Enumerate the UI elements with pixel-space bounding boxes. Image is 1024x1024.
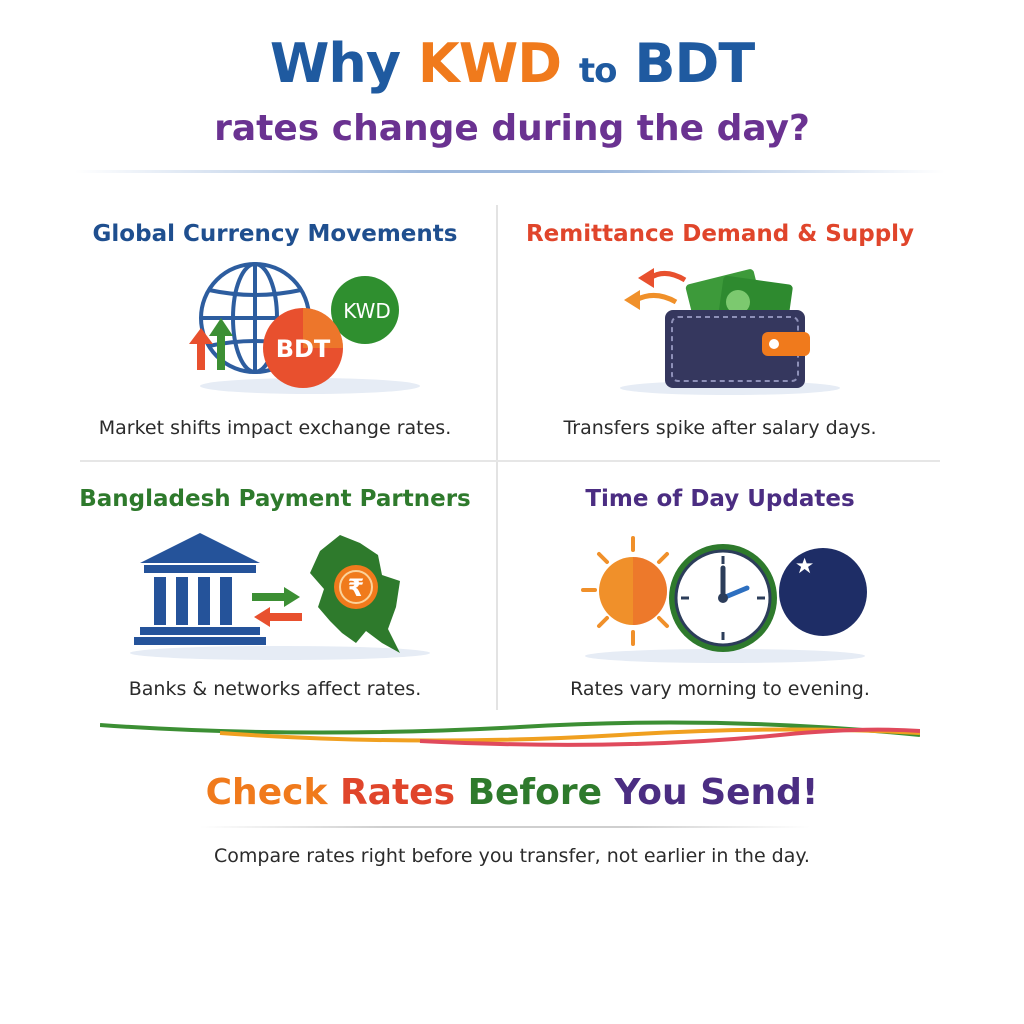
sun-clock-moon-icon: [581, 536, 867, 663]
cta-divider: [200, 826, 810, 828]
header-divider: [75, 170, 945, 173]
panel-title-payment-partners: Bangladesh Payment Partners: [79, 486, 471, 512]
panel-title-remittance: Remittance Demand & Supply: [525, 221, 915, 247]
currency-symbol: ₹: [348, 574, 365, 602]
panel-title-global-currency: Global Currency Movements: [92, 221, 458, 247]
panel-desc-global-currency: Market shifts impact exchange rates.: [98, 417, 452, 439]
panel-desc-payment-partners: Banks & networks affect rates.: [128, 678, 422, 700]
title-why: Why: [269, 32, 401, 95]
page-subtitle: rates change during the day?: [214, 108, 810, 149]
decorative-wave: [100, 720, 920, 747]
cta-word-check: Check: [205, 772, 328, 813]
page-title: Why KWD to BDT: [0, 32, 1024, 103]
cta-heading: Check Rates Before You Send!: [0, 772, 1024, 813]
wallet-cash-icon: [620, 268, 840, 395]
title-bdt: BDT: [634, 32, 755, 95]
cta-word-rates: Rates: [339, 772, 456, 813]
panel-desc-remittance: Transfers spike after salary days.: [563, 417, 877, 439]
cta-word-you-send: You Send!: [614, 772, 819, 813]
title-kwd: KWD: [417, 32, 562, 95]
cta-word-before: Before: [467, 772, 602, 813]
panel-time-of-day: Time of Day Updates Rates vary morning t: [505, 480, 935, 710]
bdt-badge-label: BDT: [276, 335, 331, 363]
panel-payment-partners: Bangladesh Payment Partners ₹ Banks & ne…: [60, 480, 490, 710]
grid-divider-horizontal: [80, 460, 940, 462]
panel-title-time-of-day: Time of Day Updates: [585, 486, 855, 512]
panel-remittance: Remittance Demand & Supply Transfers spi…: [505, 215, 935, 455]
grid-divider-vertical: [496, 205, 498, 710]
panel-global-currency: Global Currency Movements KWD BDT Market…: [60, 215, 490, 455]
panel-desc-time-of-day: Rates vary morning to evening.: [570, 678, 870, 700]
footer-note: Compare rates right before you transfer,…: [214, 845, 810, 867]
title-to: to: [578, 51, 618, 91]
bank-map-icon: ₹: [130, 533, 430, 660]
globe-currency-icon: KWD BDT: [189, 262, 420, 394]
kwd-badge-label: KWD: [343, 299, 391, 323]
